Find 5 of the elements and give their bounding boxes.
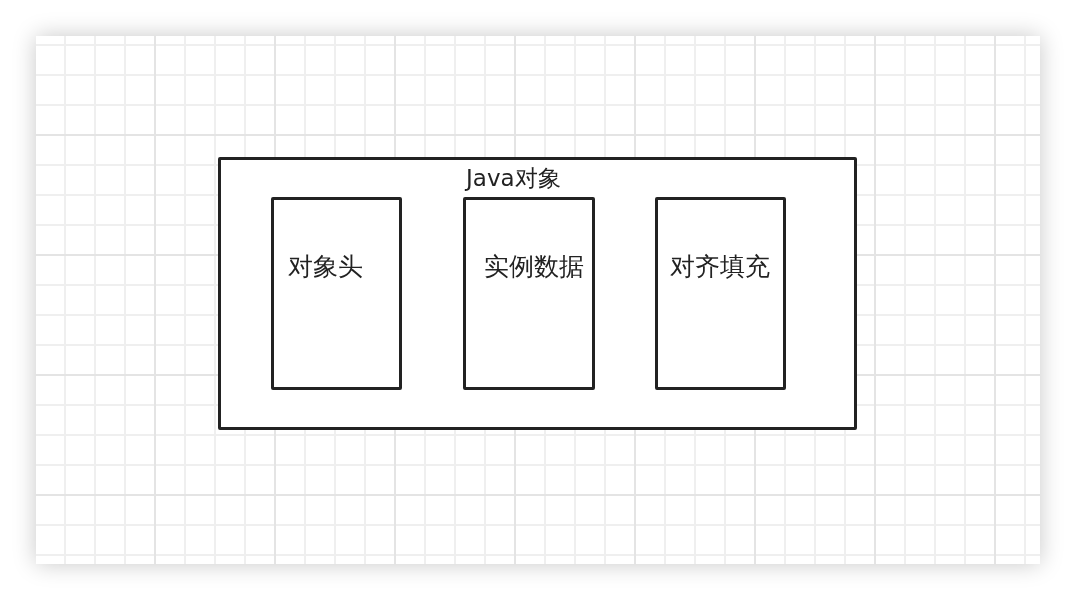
- section-box: 实例数据: [463, 197, 595, 390]
- section-box: 对象头: [271, 197, 402, 390]
- box-title: Java对象: [466, 164, 561, 192]
- section-box: 对齐填充: [655, 197, 786, 390]
- container-box: [218, 157, 857, 430]
